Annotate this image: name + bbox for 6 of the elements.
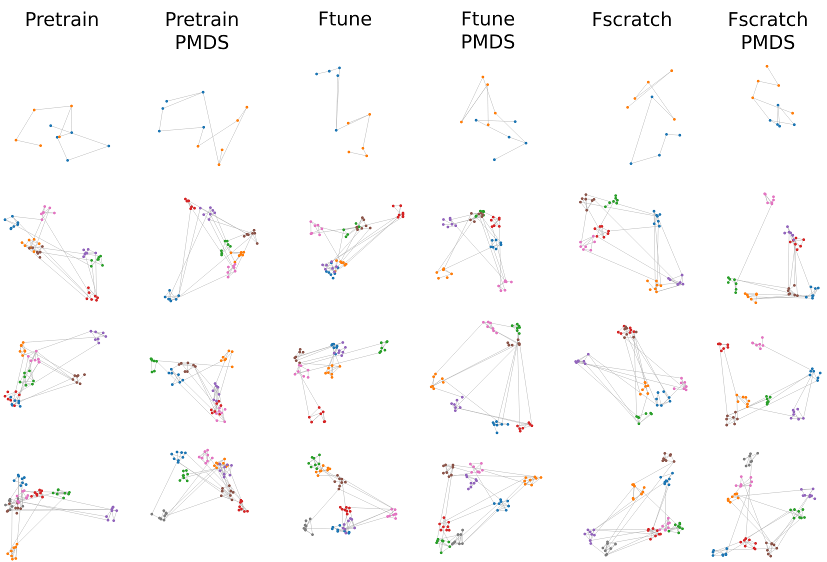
column-heading: Fscratch PMDS	[730, 12, 807, 50]
column-heading: Ftune PMDS	[462, 12, 514, 49]
column-heading: Ftune	[320, 12, 372, 26]
column-heading: Pretrain	[26, 12, 98, 26]
column-heading: Pretrain PMDS	[166, 12, 238, 50]
column-heading: Fscratch	[594, 12, 671, 26]
